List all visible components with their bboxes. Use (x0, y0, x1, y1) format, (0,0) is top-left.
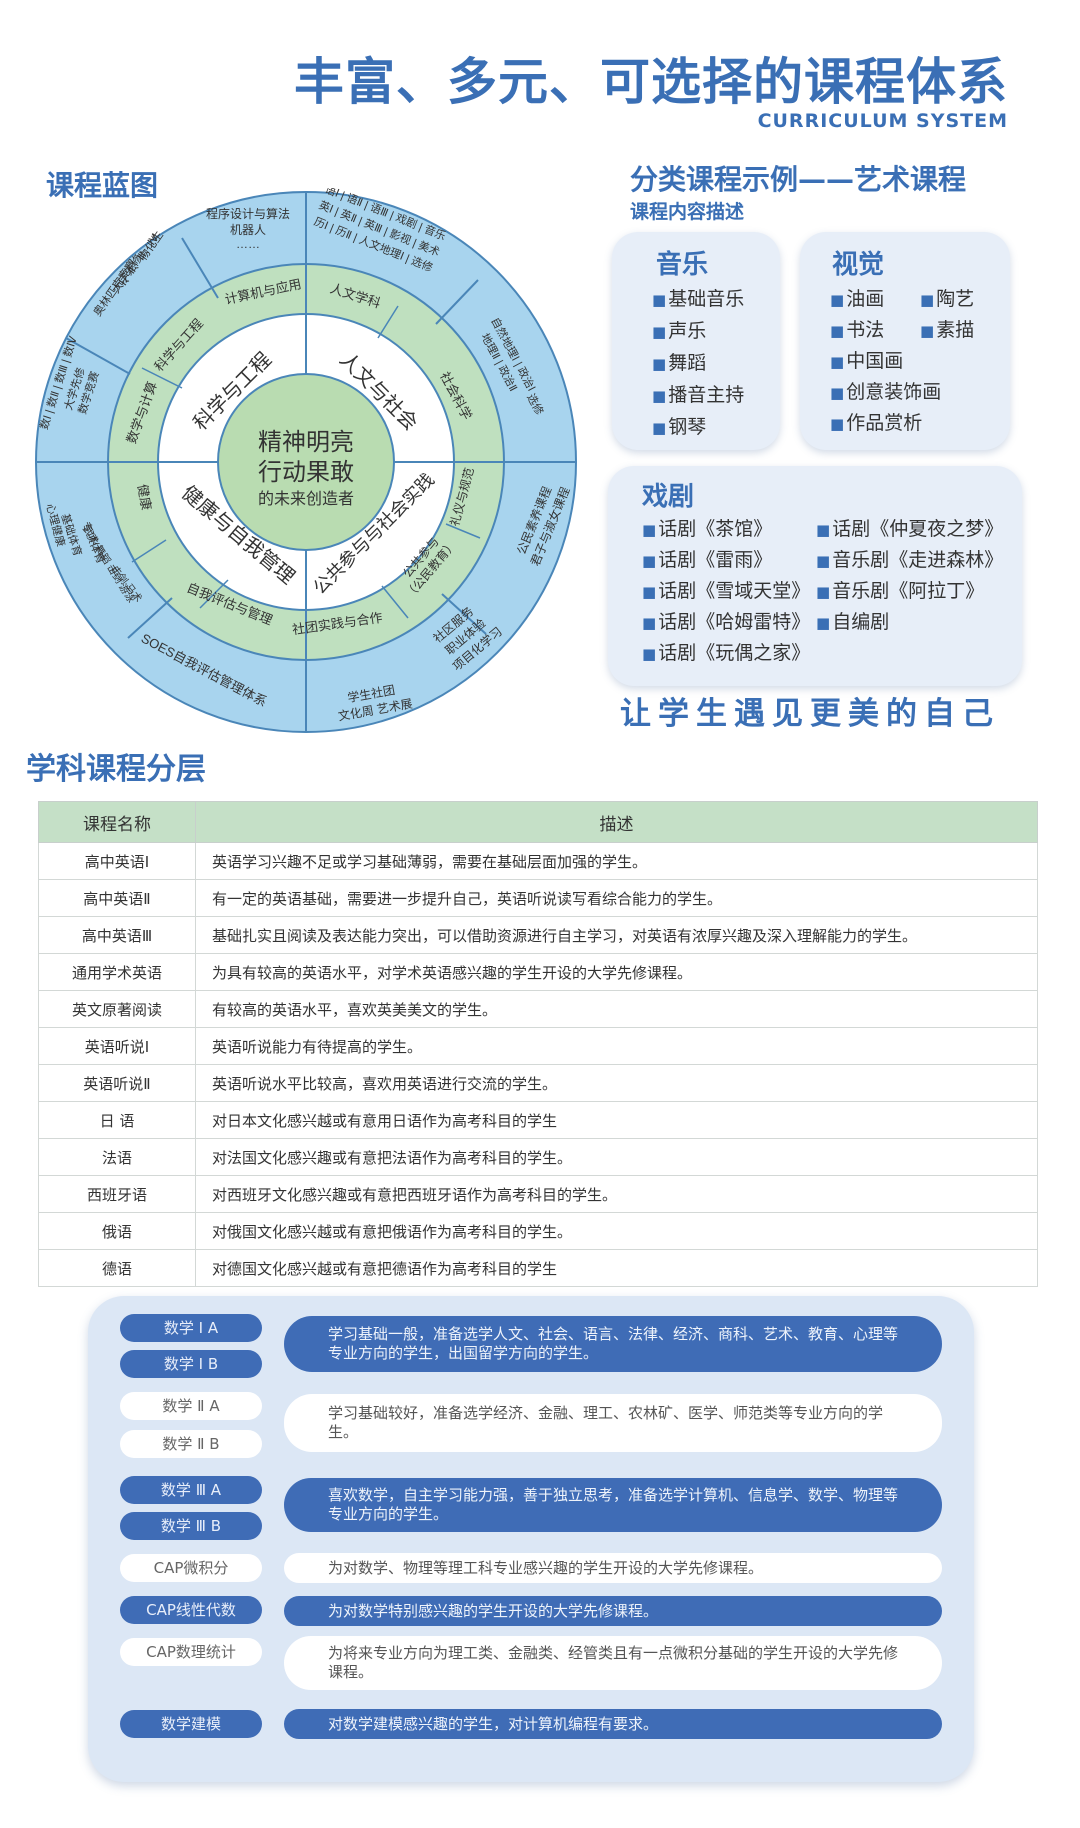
math-course-label: 数学 Ⅲ B (120, 1512, 262, 1540)
course-desc: 基础扎实且阅读及表达能力突出，可以借助资源进行自主学习，对英语有浓厚兴趣及深入理… (195, 916, 1038, 954)
course-name: 英语听说Ⅰ (38, 1027, 196, 1065)
course-name: 德语 (38, 1249, 196, 1287)
course-desc: 有较高的英语水平，喜欢英美美文的学生。 (195, 990, 1038, 1028)
course-name: 日 语 (38, 1101, 196, 1139)
course-name: 高中英语Ⅲ (38, 916, 196, 954)
course-desc: 对西班牙文化感兴趣或有意把西班牙语作为高考科目的学生。 (195, 1175, 1038, 1213)
math-course-label: 数学建模 (120, 1710, 262, 1738)
drama-item: 音乐剧《阿拉丁》 (816, 576, 984, 608)
table-row: 西班牙语对西班牙文化感兴趣或有意把西班牙语作为高考科目的学生。 (38, 1175, 1038, 1213)
math-course-desc: 为对数学特别感兴趣的学生开设的大学先修课程。 (284, 1596, 942, 1626)
math-course-label: 数学 Ⅱ A (120, 1392, 262, 1420)
course-name: 俄语 (38, 1212, 196, 1250)
course-desc: 英语学习兴趣不足或学习基础薄弱，需要在基础层面加强的学生。 (195, 842, 1038, 880)
layers-heading: 学科课程分层 (26, 752, 206, 787)
table-row: 俄语对俄国文化感兴越或有意把俄语作为高考科目的学生。 (38, 1212, 1038, 1250)
music-item: 钢琴 (652, 412, 744, 444)
curriculum-wheel: 精神明亮 行动果敢 的未来创造者 科学与工程 人文与社会 健康与自我管理 公共参… (35, 188, 577, 733)
math-course-desc: 喜欢数学，自主学习能力强，善于独立思考，准备选学计算机、信息学、数学、物理等专业… (284, 1478, 942, 1532)
course-desc: 有一定的英语基础，需要进一步提升自己，英语听说读写看综合能力的学生。 (195, 879, 1038, 917)
visual-item: 作品赏析 (830, 408, 922, 440)
table-row: 法语对法国文化感兴趣或有意把法语作为高考科目的学生。 (38, 1138, 1038, 1176)
course-desc: 对法国文化感兴趣或有意把法语作为高考科目的学生。 (195, 1138, 1038, 1176)
math-course-desc: 为对数学、物理等理工科专业感兴趣的学生开设的大学先修课程。 (284, 1553, 942, 1583)
math-course-label: 数学 Ⅱ B (120, 1430, 262, 1458)
drama-title: 戏剧 (642, 482, 695, 512)
center-line-2: 行动果敢 (258, 459, 354, 486)
table-row: 日 语对日本文化感兴越或有意用日语作为高考科目的学生 (38, 1101, 1038, 1139)
drama-item: 话剧《哈姆雷特》 (642, 607, 810, 639)
math-course-label: CAP数理统计 (120, 1638, 262, 1666)
course-desc: 英语听说能力有待提高的学生。 (195, 1027, 1038, 1065)
music-item: 声乐 (652, 316, 744, 348)
course-desc: 为具有较高的英语水平，对学术英语感兴趣的学生开设的大学先修课程。 (195, 953, 1038, 991)
math-course-label: 数学 Ⅰ A (120, 1314, 262, 1342)
drama-item: 话剧《玩偶之家》 (642, 638, 810, 670)
math-course-label: 数学 Ⅲ A (120, 1476, 262, 1504)
music-item: 舞蹈 (652, 348, 744, 380)
drama-item: 话剧《茶馆》 (642, 514, 772, 546)
course-name: 高中英语Ⅰ (38, 842, 196, 880)
art-subheading: 课程内容描述 (630, 201, 745, 223)
math-course-desc: 对数学建模感兴趣的学生，对计算机编程有要求。 (284, 1709, 942, 1739)
math-layer-panel: 数学 Ⅰ A 数学 Ⅰ B 学习基础一般，准备选学人文、社会、语言、法律、经济、… (88, 1296, 974, 1782)
art-heading: 分类课程示例——艺术课程 (630, 163, 967, 196)
drama-item: 自编剧 (816, 607, 889, 639)
center-line-3: 的未来创造者 (258, 490, 354, 508)
visual-item: 陶艺 (920, 284, 974, 316)
math-course-desc: 为将来专业方向为理工类、金融类、经管类且有一点微积分基础的学生开设的大学先修课程… (284, 1636, 942, 1690)
math-course-label: 数学 Ⅰ B (120, 1350, 262, 1378)
outer-programming-1: 程序设计与算法 (206, 206, 290, 221)
drama-card: 戏剧 话剧《茶馆》 话剧《仲夏夜之梦》 话剧《雷雨》 音乐剧《走进森林》 话剧《… (608, 466, 1022, 686)
course-desc: 英语听说水平比较高，喜欢用英语进行交流的学生。 (195, 1064, 1038, 1102)
slogan: 让学生遇见更美的自己 (620, 696, 1000, 732)
visual-item: 中国画 (830, 346, 903, 378)
visual-card: 视觉 油画 陶艺 书法 素描 中国画 创意装饰画 作品赏析 (800, 232, 1010, 450)
visual-item: 创意装饰画 (830, 377, 941, 409)
music-title: 音乐 (656, 250, 709, 280)
visual-item: 书法 (830, 315, 884, 347)
blueprint-heading: 课程蓝图 (46, 169, 159, 202)
drama-item: 话剧《仲夏夜之梦》 (816, 514, 1003, 546)
math-course-label: CAP微积分 (120, 1554, 262, 1582)
outer-programming-2: 机器人 (230, 223, 266, 237)
course-desc: 对俄国文化感兴越或有意把俄语作为高考科目的学生。 (195, 1212, 1038, 1250)
course-name: 法语 (38, 1138, 196, 1176)
course-desc: 对德国文化感兴越或有意把德语作为高考科目的学生 (195, 1249, 1038, 1287)
page-subtitle: CURRICULUM SYSTEM (757, 110, 1008, 132)
table-row: 英文原著阅读有较高的英语水平，喜欢英美美文的学生。 (38, 990, 1038, 1028)
music-item: 播音主持 (652, 380, 744, 412)
drama-item: 话剧《雪域天堂》 (642, 576, 810, 608)
drama-item: 话剧《雷雨》 (642, 545, 772, 577)
course-name: 高中英语Ⅱ (38, 879, 196, 917)
math-course-label: CAP线性代数 (120, 1596, 262, 1624)
page-title: 丰富、多元、可选择的课程体系 (294, 53, 1008, 111)
visual-item: 油画 (830, 284, 884, 316)
visual-item: 素描 (920, 315, 974, 347)
center-line-1: 精神明亮 (258, 429, 354, 456)
course-name: 西班牙语 (38, 1175, 196, 1213)
course-name: 英文原著阅读 (38, 990, 196, 1028)
outer-programming-3: …… (236, 237, 260, 251)
course-name: 通用学术英语 (38, 953, 196, 991)
visual-title: 视觉 (832, 250, 885, 280)
ring-health: 健康 (135, 483, 154, 511)
course-name: 英语听说Ⅱ (38, 1064, 196, 1102)
column-header-desc: 描述 (195, 801, 1038, 843)
math-course-desc: 学习基础一般，准备选学人文、社会、语言、法律、经济、商科、艺术、教育、心理等专业… (284, 1316, 942, 1372)
music-item: 基础音乐 (652, 284, 744, 316)
column-header-name: 课程名称 (38, 801, 196, 843)
math-course-desc: 学习基础较好，准备选学经济、金融、理工、农林矿、医学、师范类等专业方向的学生。 (284, 1394, 942, 1452)
music-card: 音乐 基础音乐 声乐 舞蹈 播音主持 钢琴 (612, 232, 780, 450)
table-row: 通用学术英语为具有较高的英语水平，对学术英语感兴趣的学生开设的大学先修课程。 (38, 953, 1038, 991)
drama-item: 音乐剧《走进森林》 (816, 545, 1003, 577)
course-desc: 对日本文化感兴越或有意用日语作为高考科目的学生 (195, 1101, 1038, 1139)
table-row: 德语对德国文化感兴越或有意把德语作为高考科目的学生 (38, 1249, 1038, 1287)
